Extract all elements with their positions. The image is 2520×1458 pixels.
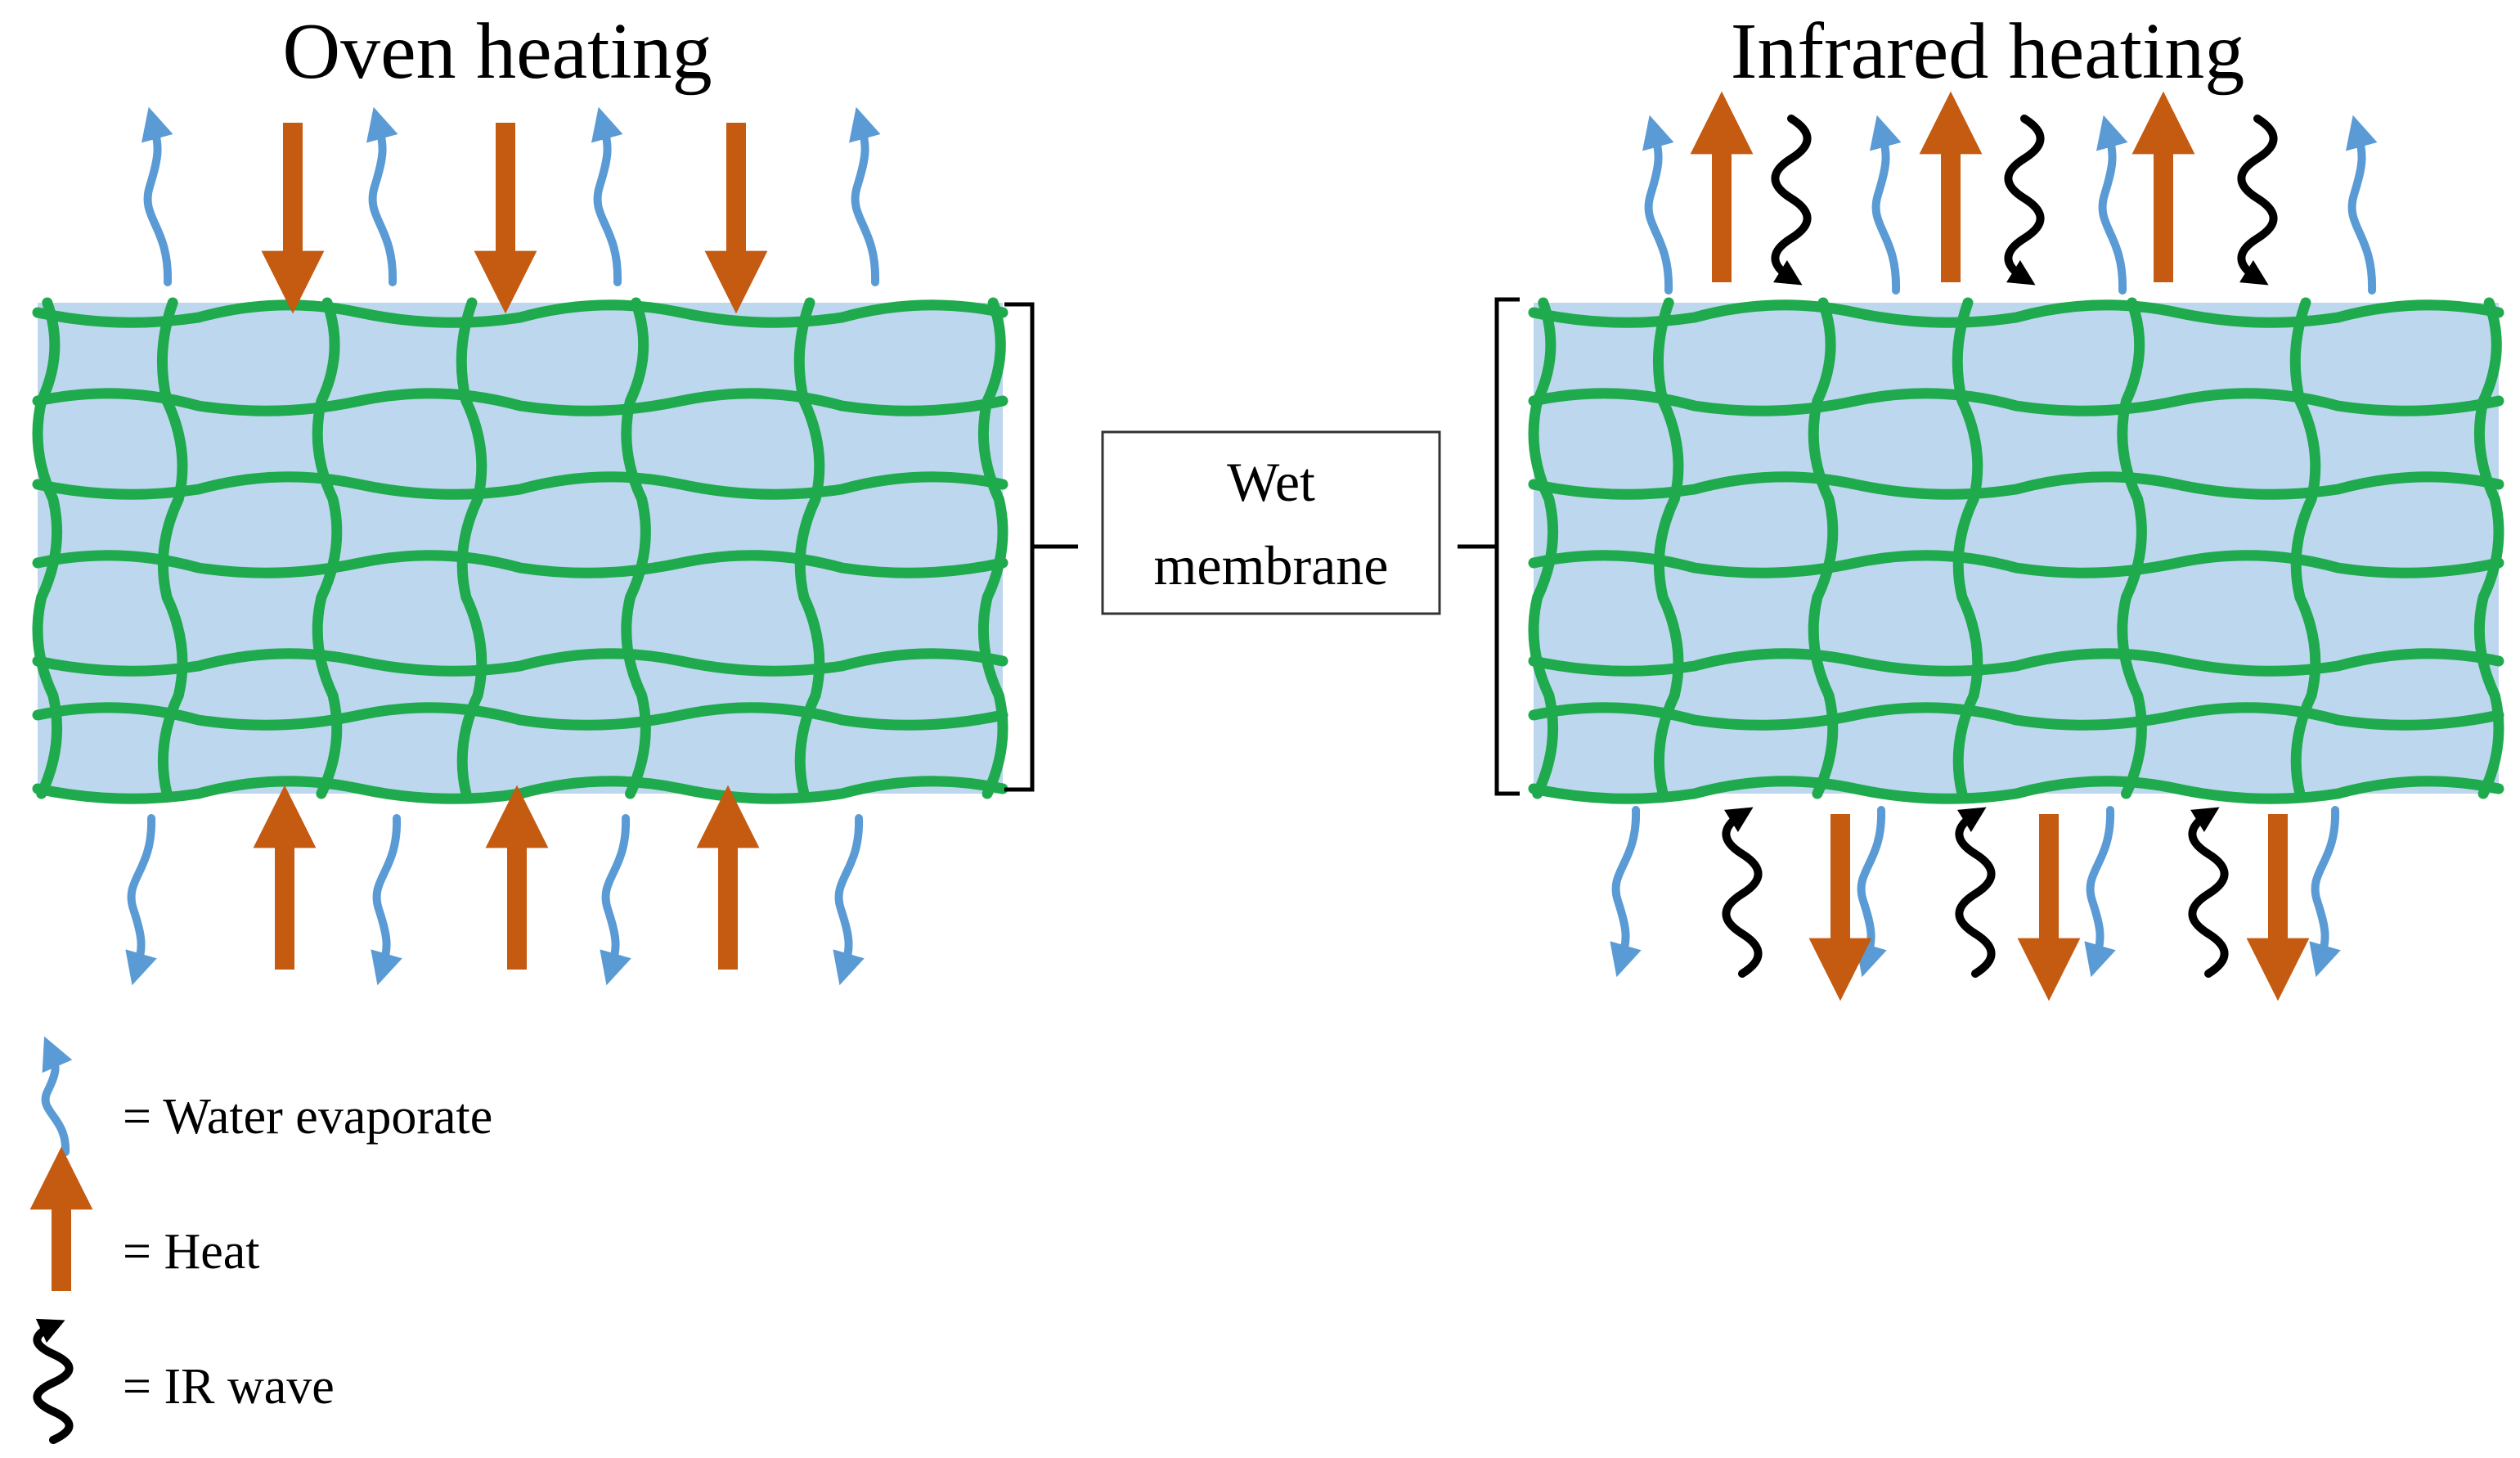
infrared-arrows [1610, 91, 2378, 1001]
infrared-membrane [1528, 297, 2504, 804]
membrane-body [38, 303, 1003, 794]
ir-wave-arrow [1955, 807, 1996, 978]
mesh-fiber-vertical [32, 297, 63, 799]
oven-membrane [32, 297, 1008, 804]
mesh-fiber-horizontal [1528, 702, 2504, 731]
legend-water-arrow [41, 1036, 73, 1156]
legend-ir-arrow [33, 1318, 74, 1444]
wet-membrane-box [1101, 430, 1441, 615]
mesh-fiber-vertical [2473, 297, 2504, 799]
water-evaporate-arrow [2309, 806, 2341, 978]
water-evaporate-arrow [1855, 806, 1887, 978]
water-evaporate-arrow [371, 814, 402, 986]
left-bracket [1004, 302, 1078, 792]
water-evaporate-arrow [848, 106, 881, 286]
mesh-fiber-vertical [1808, 297, 1839, 799]
water-evaporate-arrow [2084, 806, 2116, 978]
mesh-fiber-horizontal [1528, 648, 2504, 677]
water-evaporate-arrow [1610, 806, 1642, 978]
water-evaporate-arrow [141, 106, 173, 286]
mesh-fiber-vertical [793, 297, 825, 799]
mesh-fiber-vertical [312, 297, 343, 799]
water-evaporate-arrow [2096, 115, 2128, 295]
mesh-fiber-horizontal [32, 702, 1008, 731]
ir-wave-icon [33, 1318, 74, 1444]
mesh-fiber-vertical [1952, 297, 1983, 799]
mesh-fiber-horizontal [1528, 471, 2504, 500]
water-evaporate-arrow [591, 106, 623, 286]
mesh-fiber-vertical [977, 297, 1008, 799]
mesh-fiber-vertical [156, 297, 188, 799]
water-evaporate-arrow [2345, 115, 2378, 295]
water-evaporate-arrow [125, 814, 157, 986]
legend-ir-text: = IR wave [123, 1359, 335, 1415]
water-evaporate-arrow [833, 814, 865, 986]
legend-heat-text: = Heat [123, 1224, 260, 1280]
ir-wave-arrow [2237, 115, 2278, 286]
mesh-fiber-horizontal [32, 550, 1008, 578]
water-evaporate-icon [41, 1036, 73, 1156]
mesh-fiber-horizontal [32, 299, 1008, 328]
water-evaporate-arrow [1869, 115, 1902, 295]
ir-wave-arrow [2004, 115, 2045, 286]
water-evaporate-arrow [366, 106, 398, 286]
oven-arrows [125, 106, 881, 986]
right-bracket [1458, 297, 1520, 796]
water-evaporate-arrow [600, 814, 631, 986]
infrared-heating-title: Infrared heating [1731, 7, 2244, 96]
mesh-fiber-vertical [2289, 297, 2321, 799]
mesh-fiber-vertical [1528, 297, 1559, 799]
mesh-fiber-horizontal [1528, 299, 2504, 328]
mesh-fiber-horizontal [32, 648, 1008, 677]
ir-wave-arrow [2188, 807, 2229, 978]
legend-water-text: = Water evaporate [123, 1089, 492, 1145]
wet-membrane-label-line2: membrane [1154, 534, 1389, 596]
mesh-fiber-horizontal [1528, 550, 2504, 578]
legend: = Water evaporate = Heat = IR wave [29, 1036, 492, 1444]
mesh-fiber-vertical [2117, 297, 2147, 799]
mesh-fiber-vertical [456, 297, 487, 799]
mesh-fiber-horizontal [1528, 776, 2504, 804]
ir-wave-arrow [1722, 807, 1763, 978]
mesh-fiber-vertical [1652, 297, 1684, 799]
mesh-fiber-vertical [621, 297, 651, 799]
mesh-fiber-horizontal [32, 471, 1008, 500]
mesh-fiber-horizontal [1528, 388, 2504, 416]
mesh-fiber-horizontal [32, 388, 1008, 416]
water-evaporate-arrow [1642, 115, 1674, 295]
membrane-body [1534, 303, 2499, 794]
ir-wave-arrow [1771, 115, 1812, 286]
oven-heating-title: Oven heating [282, 7, 712, 96]
wet-membrane-label-line1: Wet [1227, 451, 1315, 513]
